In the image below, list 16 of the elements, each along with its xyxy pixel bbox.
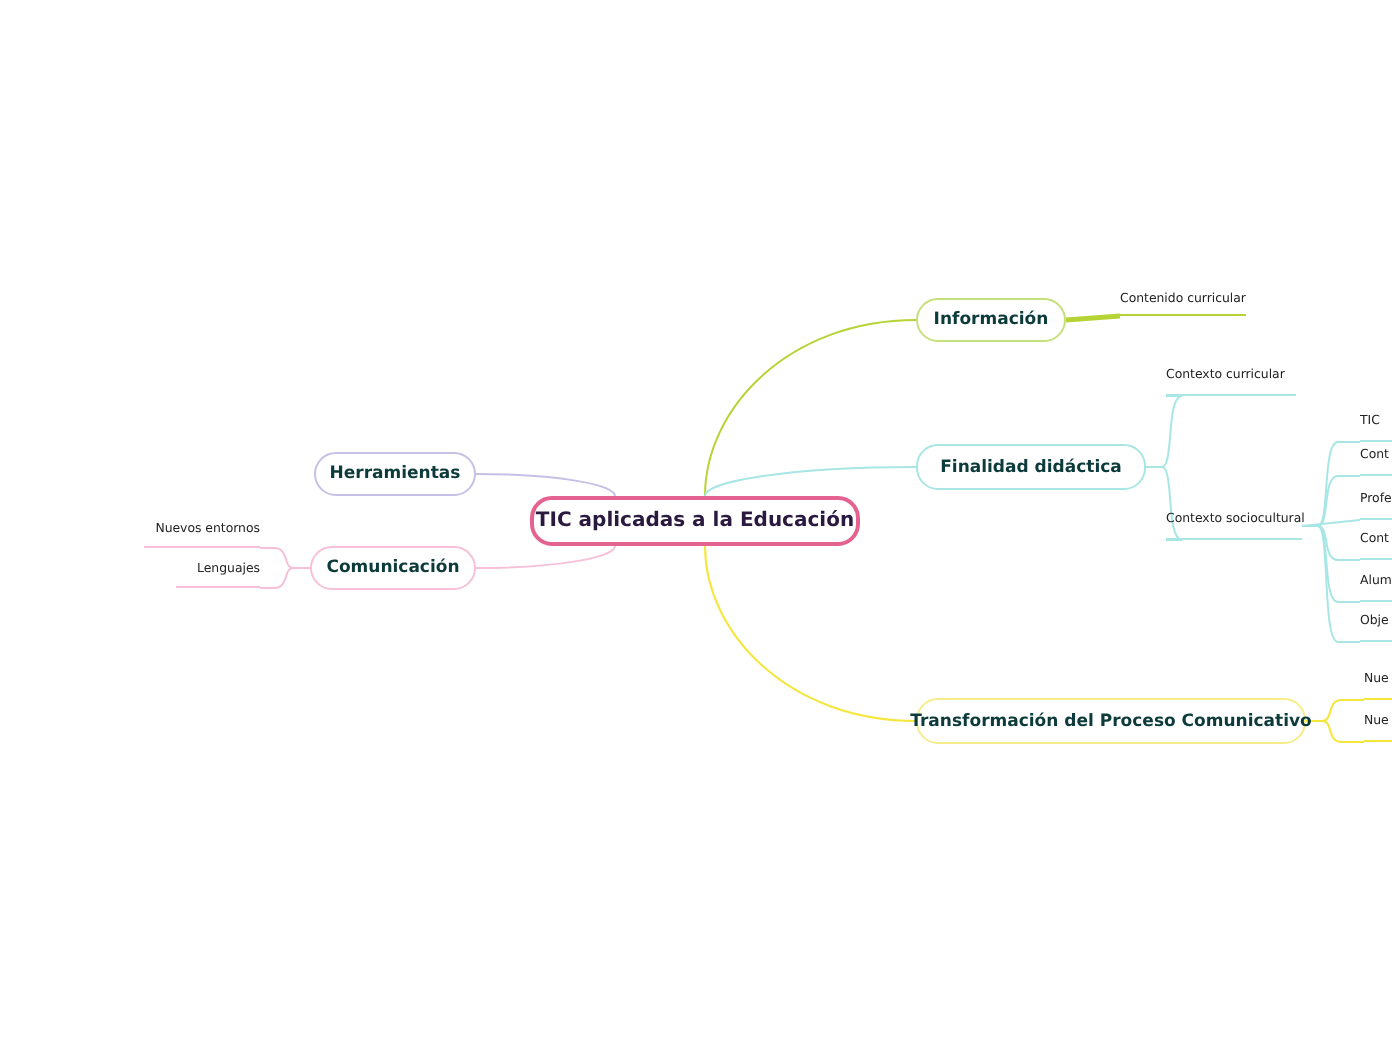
connector-line [1301,525,1361,643]
connector-line [704,319,917,497]
connector-line [475,545,616,569]
topic-box: Comunicación [310,546,476,590]
connector-line [259,567,311,589]
connector-line [704,545,917,722]
topic-box: Información [916,298,1066,342]
connector-line [1301,519,1361,527]
connector-line [1065,313,1121,323]
topic-box: Finalidad didáctica [916,444,1146,490]
topic-box: Herramientas [314,452,476,496]
connector-line [1145,466,1183,541]
central-topic: TIC aplicadas a la Educación [530,496,860,546]
connector-line [1305,720,1365,743]
connector-line [704,466,917,497]
connector-line [475,473,616,497]
